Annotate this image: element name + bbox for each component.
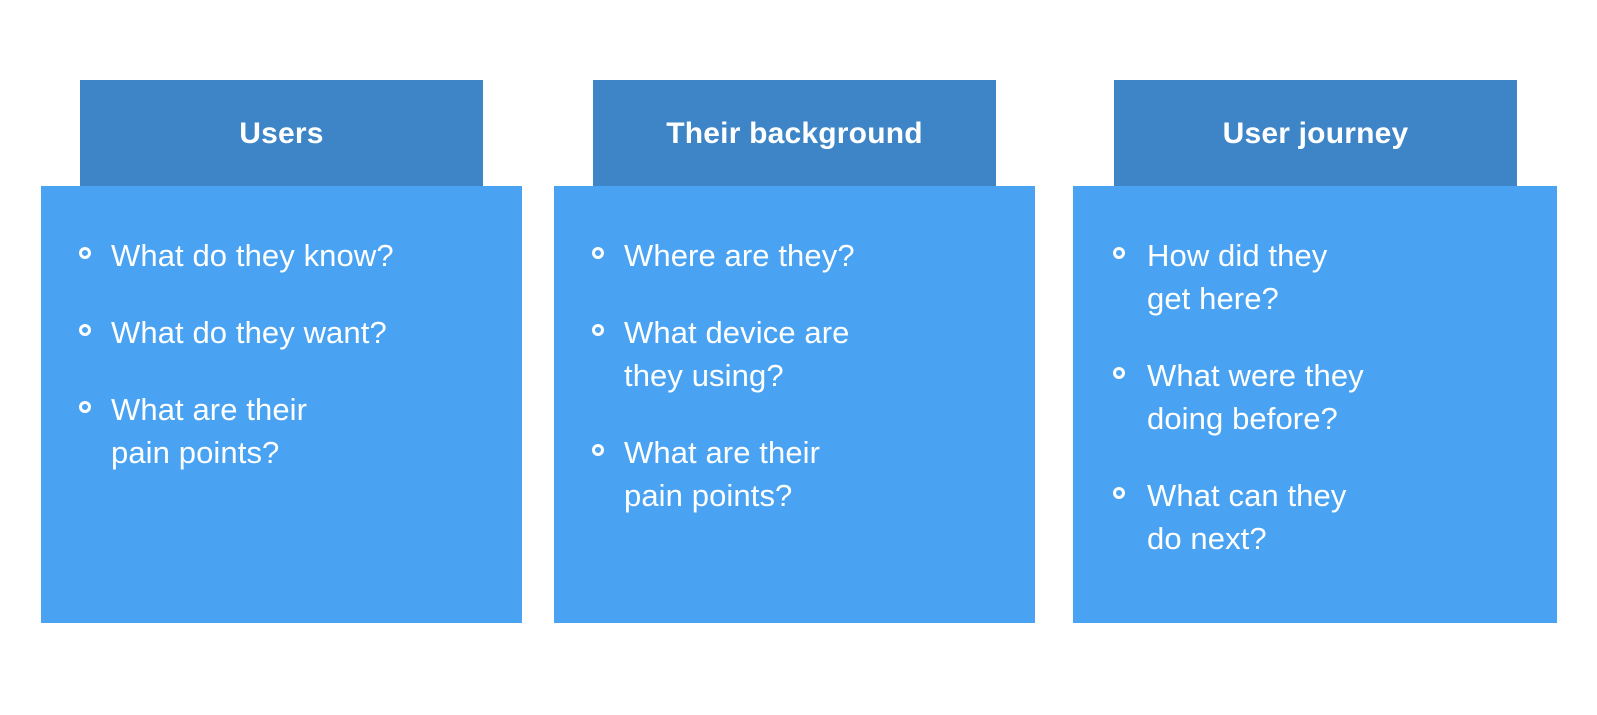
list-item-text: What are their pain points? [624,435,821,513]
hollow-circle-bullet-icon [592,324,604,336]
list-item: What do they know? [79,234,504,277]
list-item: What can they do next? [1113,474,1539,560]
hollow-circle-bullet-icon [592,247,604,259]
column-title: Their background [666,116,923,150]
bullet-list: What do they know? What do they want? Wh… [79,234,504,474]
hollow-circle-bullet-icon [1113,247,1125,259]
hollow-circle-bullet-icon [1113,487,1125,499]
list-item: What are their pain points? [592,431,1017,517]
list-item-text: What are their pain points? [111,392,308,470]
hollow-circle-bullet-icon [1113,367,1125,379]
column-body-users: What do they know? What do they want? Wh… [41,186,522,623]
list-item-text: Where are they? [624,238,855,273]
hollow-circle-bullet-icon [79,401,91,413]
list-item-text: What do they know? [111,238,394,273]
column-title: User journey [1222,116,1409,150]
column-title: Users [239,116,324,150]
list-item: How did they get here? [1113,234,1539,320]
list-item: Where are they? [592,234,1017,277]
list-item-text: What can they do next? [1147,478,1347,556]
hollow-circle-bullet-icon [592,444,604,456]
hollow-circle-bullet-icon [79,324,91,336]
column-body-their-background: Where are they? What device are they usi… [554,186,1035,623]
list-item-text: How did they get here? [1147,238,1328,316]
hollow-circle-bullet-icon [79,247,91,259]
column-header-user-journey: User journey [1114,80,1517,186]
list-item: What were they doing before? [1113,354,1539,440]
list-item-text: What do they want? [111,315,387,350]
list-item: What are their pain points? [79,388,504,474]
column-body-user-journey: How did they get here? What were they do… [1073,186,1557,623]
bullet-list: Where are they? What device are they usi… [592,234,1017,517]
list-item: What device are they using? [592,311,1017,397]
bullet-list: How did they get here? What were they do… [1113,234,1539,560]
column-header-users: Users [80,80,483,186]
list-item: What do they want? [79,311,504,354]
list-item-text: What device are they using? [624,315,850,393]
column-header-their-background: Their background [593,80,996,186]
list-item-text: What were they doing before? [1147,358,1364,436]
